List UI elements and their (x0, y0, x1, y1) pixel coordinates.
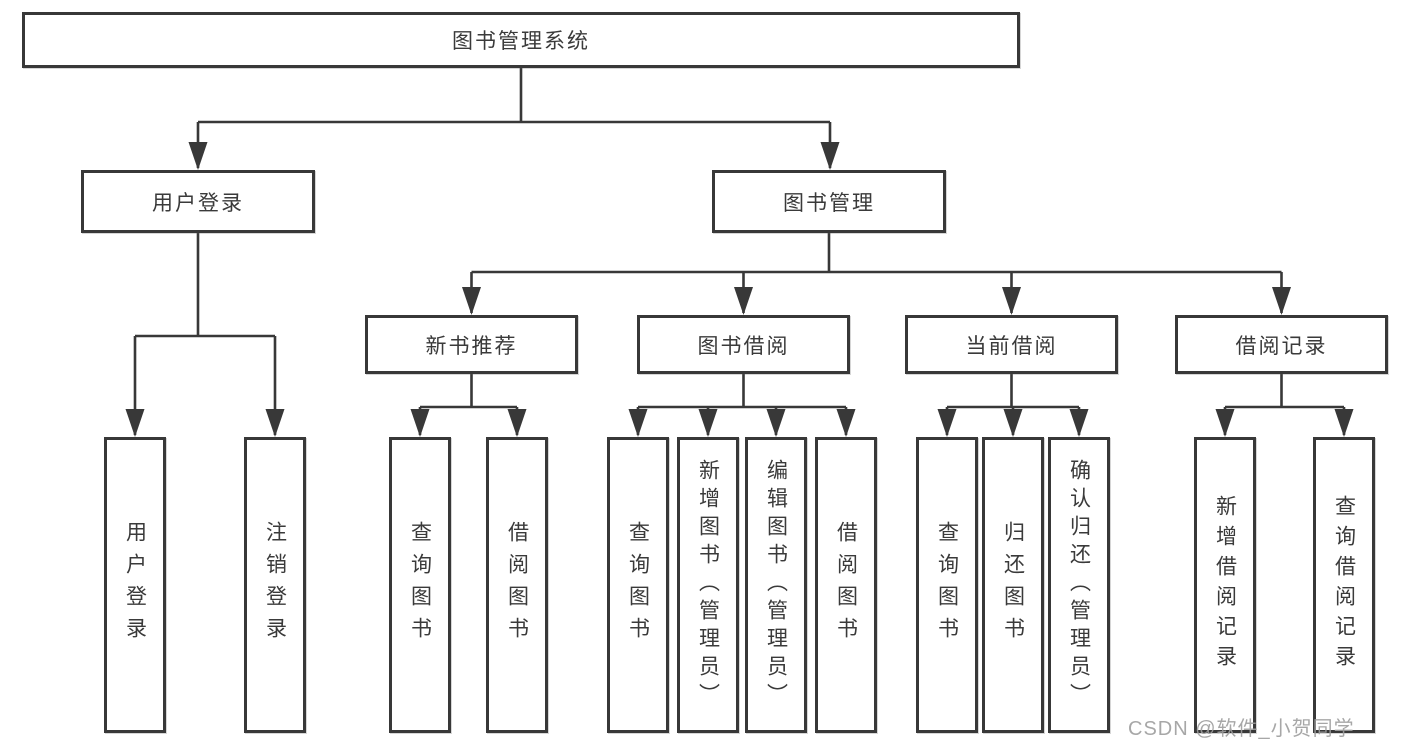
leaf-return-books: 归还图书 (982, 437, 1044, 733)
node-book-management-label: 图书管理 (783, 191, 875, 215)
leaf-borrow-books: 借阅图书 (815, 437, 877, 733)
node-book-borrow: 图书借阅 (637, 315, 850, 374)
connector-current-borrow-children (937, 374, 1089, 437)
leaf-query-borrow-record: 查询借阅记录 (1313, 437, 1375, 733)
node-root-system-label: 图书管理系统 (452, 30, 590, 53)
node-user-login: 用户登录 (81, 170, 315, 233)
node-current-borrow-label: 当前借阅 (965, 334, 1058, 358)
leaf-borrow-books-recommend: 借阅图书 (486, 437, 548, 733)
leaf-confirm-return-admin: 确认归还（管理员） (1048, 437, 1110, 733)
leaf-query-books-recommend: 查询图书 (389, 437, 451, 733)
node-book-borrow-label: 图书借阅 (697, 334, 790, 358)
connector-user-login-children (125, 233, 285, 437)
leaf-add-books-admin-label: 新增图书（管理员） (696, 459, 720, 711)
connector-borrow-record-children (1215, 374, 1354, 437)
leaf-query-books-borrow: 查询图书 (607, 437, 669, 733)
connector-book-mgmt-to-level3 (462, 233, 1291, 315)
leaf-add-books-admin: 新增图书（管理员） (677, 437, 739, 733)
node-book-management: 图书管理 (712, 170, 946, 233)
leaf-query-books-borrow-label: 查询图书 (626, 521, 650, 649)
connector-root-to-level2 (188, 66, 840, 170)
csdn-watermark: CSDN @软件_小贺同学 (1128, 718, 1355, 740)
leaf-query-books-recommend-label: 查询图书 (408, 521, 432, 649)
leaf-query-books-current-label: 查询图书 (935, 521, 959, 649)
node-new-book-recommend: 新书推荐 (365, 315, 578, 374)
node-current-borrow: 当前借阅 (905, 315, 1118, 374)
leaf-edit-books-admin: 编辑图书（管理员） (745, 437, 807, 733)
leaf-query-books-current: 查询图书 (916, 437, 978, 733)
leaf-borrow-books-label: 借阅图书 (834, 521, 858, 649)
connector-book-borrow-children (628, 374, 856, 437)
node-new-book-recommend-label: 新书推荐 (425, 334, 518, 358)
node-borrow-records: 借阅记录 (1175, 315, 1388, 374)
leaf-user-login: 用户登录 (104, 437, 166, 733)
leaf-confirm-return-admin-label: 确认归还（管理员） (1067, 459, 1091, 711)
leaf-add-borrow-record: 新增借阅记录 (1194, 437, 1256, 733)
leaf-user-login-label: 用户登录 (123, 521, 147, 649)
leaf-query-borrow-record-label: 查询借阅记录 (1332, 495, 1356, 675)
node-borrow-records-label: 借阅记录 (1235, 334, 1328, 358)
connector-new-book-children (410, 374, 527, 437)
node-root-system: 图书管理系统 (22, 12, 1020, 68)
leaf-borrow-books-recommend-label: 借阅图书 (505, 521, 529, 649)
node-user-login-label: 用户登录 (152, 191, 244, 215)
leaf-logout: 注销登录 (244, 437, 306, 733)
leaf-return-books-label: 归还图书 (1001, 521, 1025, 649)
leaf-edit-books-admin-label: 编辑图书（管理员） (764, 459, 788, 711)
leaf-add-borrow-record-label: 新增借阅记录 (1213, 495, 1237, 675)
leaf-logout-label: 注销登录 (263, 521, 287, 649)
